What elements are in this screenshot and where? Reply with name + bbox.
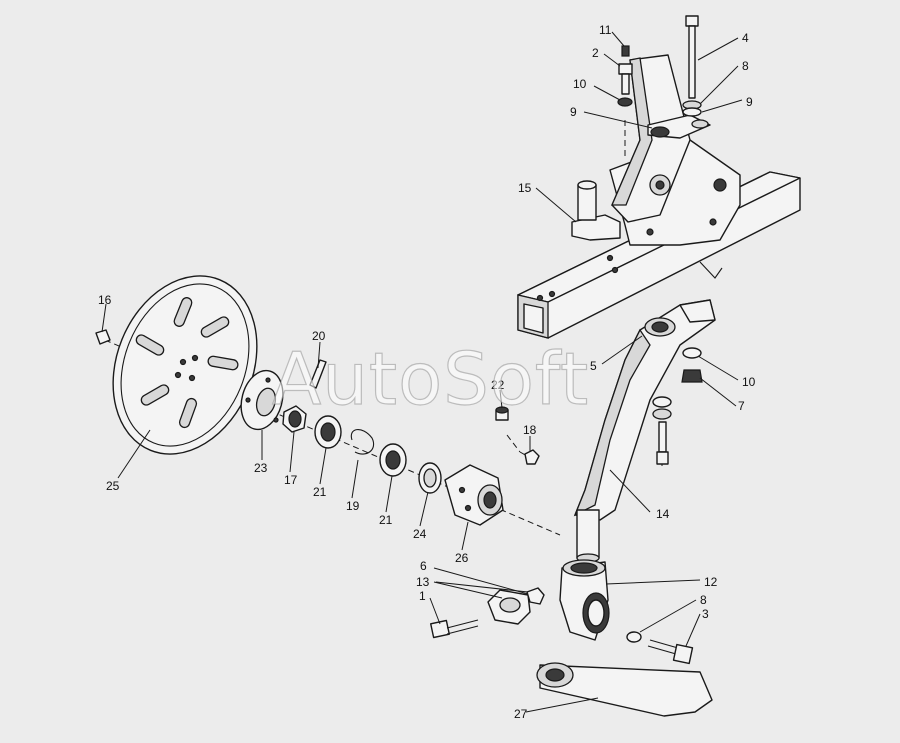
callout-19: 19	[346, 499, 360, 513]
tine-blade	[536, 662, 713, 717]
callout-27: 27	[514, 707, 528, 721]
callout-1: 1	[419, 589, 426, 603]
yoke-assembly	[430, 559, 694, 665]
callout-15: 15	[518, 181, 532, 195]
callout-16: 16	[98, 293, 112, 307]
callout-7: 7	[738, 399, 745, 413]
watermark-text: AutoSoft	[272, 337, 589, 421]
callout-18: 18	[523, 423, 537, 437]
callout-13: 13	[416, 575, 430, 589]
bearing-set	[282, 405, 407, 477]
callout-9-left: 9	[570, 105, 577, 119]
callout-24: 24	[413, 527, 427, 541]
callout-11: 11	[599, 23, 612, 37]
callout-23: 23	[254, 461, 268, 475]
callout-17: 17	[284, 473, 298, 487]
callout-21-right: 21	[379, 513, 393, 527]
callout-8-lower: 8	[700, 593, 707, 607]
callout-labels: 11 2 10 9 4 8 9 15 16 20 5 10 7 22 18 23…	[98, 23, 756, 721]
callout-26: 26	[455, 551, 469, 565]
callout-22: 22	[491, 378, 505, 392]
long-bolt	[682, 15, 702, 117]
callout-10-upper: 10	[573, 77, 587, 91]
callout-2: 2	[592, 46, 599, 60]
callout-8-upper: 8	[742, 59, 749, 73]
wheel-disc	[95, 275, 258, 455]
swing-arm	[573, 299, 716, 563]
callout-9-right: 9	[746, 95, 753, 109]
grease-axis-line	[506, 434, 521, 453]
callout-4: 4	[742, 31, 749, 45]
callout-3: 3	[702, 607, 709, 621]
callout-21-left: 21	[313, 485, 327, 499]
callout-14: 14	[656, 507, 670, 521]
callout-25: 25	[106, 479, 120, 493]
wheel-hub	[418, 406, 540, 526]
upper-bracket	[571, 54, 741, 246]
callout-10-lower: 10	[742, 375, 756, 389]
leader-lines	[101, 31, 743, 713]
callout-20: 20	[312, 329, 326, 343]
small-bolt-stack	[617, 45, 633, 107]
callout-6: 6	[420, 559, 427, 573]
hub-flange	[240, 359, 327, 431]
callout-5: 5	[590, 359, 597, 373]
callout-12: 12	[704, 575, 718, 589]
right-fasteners	[652, 347, 703, 465]
